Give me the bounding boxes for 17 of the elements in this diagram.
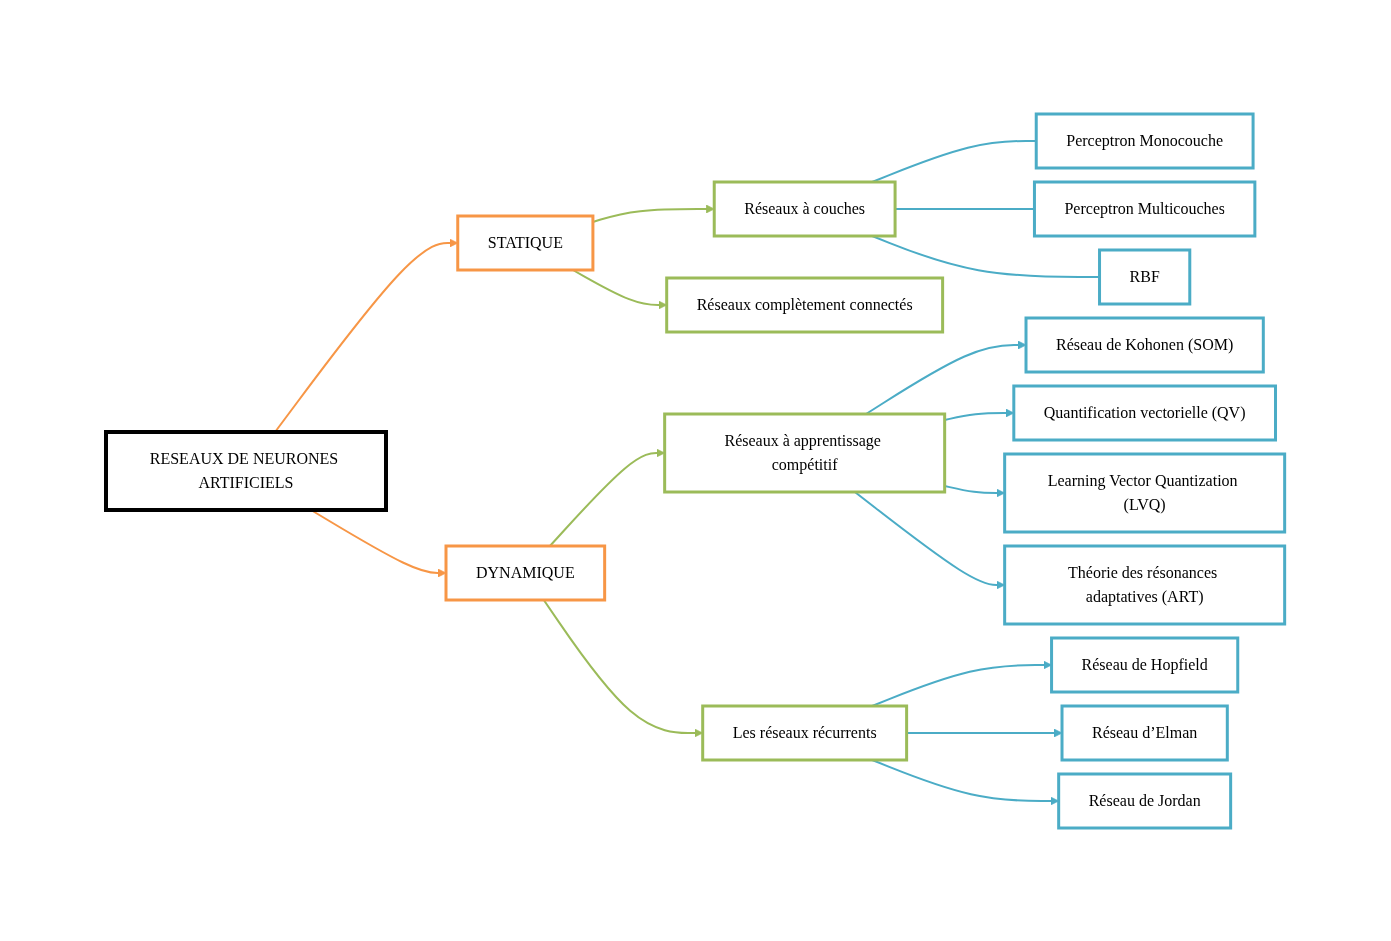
node-box: RESEAUX DE NEURONES ARTIFICIELS: [104, 429, 389, 512]
node-box: Quantification vectorielle (QV): [1012, 384, 1278, 441]
node-box: Les réseaux récurrents: [701, 704, 909, 761]
node-box: Réseaux à apprentissage compétitif: [663, 412, 947, 493]
node-box: RBF: [1098, 248, 1192, 305]
node-box: Réseau de Kohonen (SOM): [1024, 316, 1265, 373]
node-box: Théorie des résonances adaptatives (ART): [1003, 544, 1287, 625]
node-box: STATIQUE: [456, 214, 595, 271]
node-box: Réseau de Jordan: [1057, 772, 1233, 829]
node-box: Réseaux à couches: [712, 180, 897, 237]
node-box: Perceptron Multicouches: [1033, 180, 1257, 237]
node-box: Réseau d’Elman: [1060, 704, 1229, 761]
node-box: DYNAMIQUE: [444, 544, 607, 601]
node-box: Réseaux complètement connectés: [665, 276, 945, 333]
node-box: Learning Vector Quantization (LVQ): [1003, 452, 1287, 533]
node-box: Perceptron Monocouche: [1034, 112, 1255, 169]
node-box: Réseau de Hopfield: [1050, 636, 1240, 693]
